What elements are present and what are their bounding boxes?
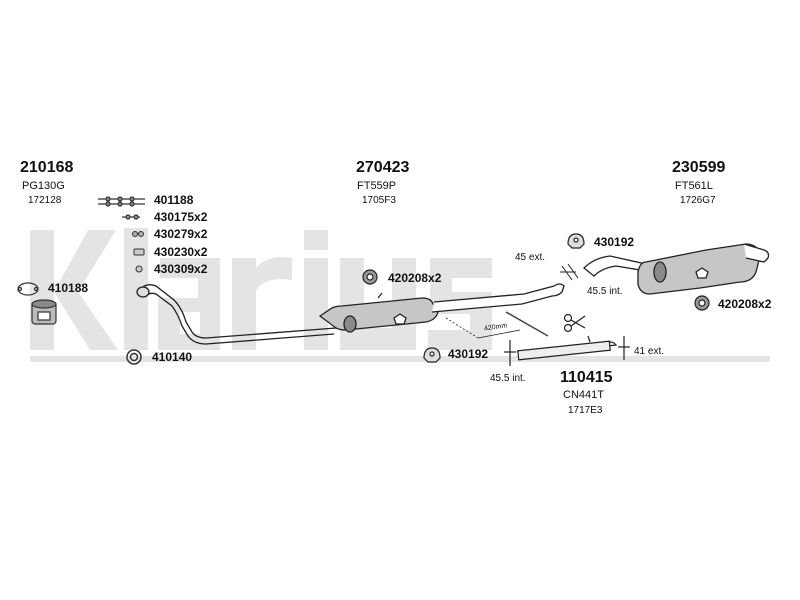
accessory-430279: 430279x2 — [154, 227, 208, 241]
diameter-markers — [560, 263, 579, 281]
accessory-410140: 410140 — [152, 350, 193, 364]
accessory-430175: 430175x2 — [154, 210, 208, 224]
front-pipe-drawing — [136, 284, 337, 345]
clamp-icon — [135, 265, 143, 273]
part-sub-rear-silencer: 1726G7 — [680, 195, 716, 206]
gasket-ring-icon — [126, 349, 142, 365]
dimension-41-ext: 41 ext. — [634, 346, 665, 357]
part-sub-connector-pipe: 1717E3 — [568, 405, 603, 416]
accessory-420208-middle: 420208x2 — [388, 271, 442, 285]
middle-silencer-drawing — [318, 283, 565, 333]
washer-icon — [133, 248, 145, 256]
part-number-middle-silencer: 270423 — [356, 159, 410, 176]
part-code-connector-pipe: CN441T — [563, 389, 604, 401]
connector-pipe-drawing — [504, 335, 630, 366]
part-number-front-pipe: 210168 — [20, 159, 74, 176]
scissors-icon — [563, 313, 586, 333]
flange-gasket-icon — [17, 282, 39, 296]
dimension-45-ext: 45 ext. — [515, 252, 546, 263]
dimension-45-5-int-bottom: 45.5 int. — [490, 373, 526, 384]
part-code-middle-silencer: FT559P — [357, 180, 397, 192]
rear-silencer-drawing — [583, 243, 770, 295]
exhaust-hanger-icon — [694, 295, 710, 311]
accessory-430309: 430309x2 — [154, 262, 208, 276]
accessory-401188: 401188 — [154, 193, 194, 207]
exhaust-hanger-icon — [423, 347, 441, 363]
accessory-430192-top: 430192 — [594, 235, 635, 249]
exhaust-hanger-icon — [567, 233, 585, 249]
part-sub-front-pipe: 172128 — [28, 195, 62, 206]
part-number-connector-pipe: 110415 — [560, 369, 613, 386]
part-sub-middle-silencer: 1705F3 — [362, 195, 396, 206]
nut-icon — [122, 214, 140, 220]
spring-icon — [132, 231, 144, 237]
part-code-front-pipe: PG130G — [22, 180, 65, 192]
rubber-mount-icon — [31, 299, 57, 325]
part-number-rear-silencer: 230599 — [672, 159, 726, 176]
dimension-45-5-int-top: 45.5 int. — [587, 286, 623, 297]
length-dimension-420 — [445, 311, 549, 339]
part-code-rear-silencer: FT561L — [675, 180, 713, 192]
accessory-410188: 410188 — [48, 281, 89, 295]
bolt-icon — [98, 196, 145, 207]
exhaust-hanger-icon — [362, 269, 378, 285]
accessory-420208-rear: 420208x2 — [718, 297, 772, 311]
accessory-430192-bottom: 430192 — [448, 347, 489, 361]
accessory-430230: 430230x2 — [154, 245, 208, 259]
